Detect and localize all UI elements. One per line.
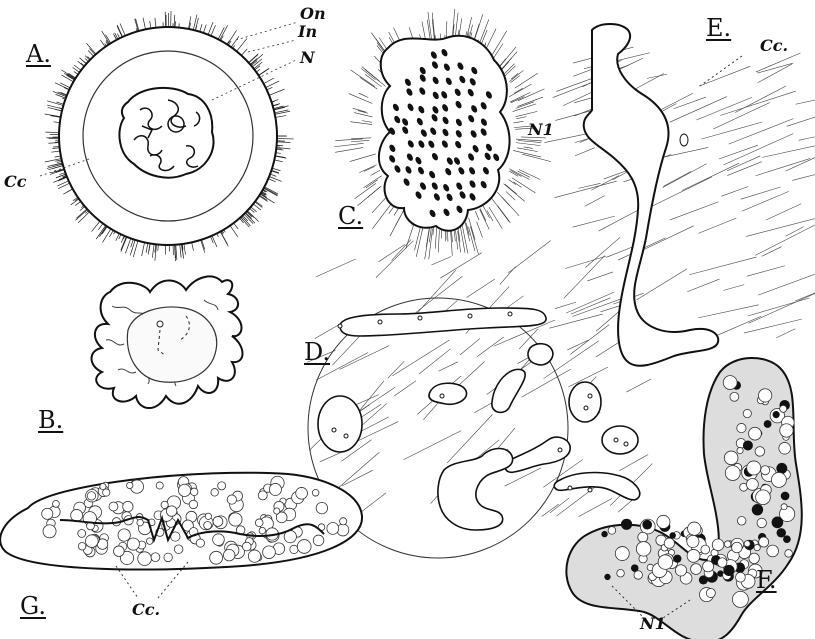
panel-c-nuclei-label: N1 [528, 120, 554, 139]
panel-g-cilia-label: Cc. [132, 600, 160, 619]
panel-e-elongated-cell [544, 24, 815, 366]
panel-f-nuclei-label: N1 [640, 614, 666, 633]
panel-c-multinucleate-cell [334, 9, 551, 259]
panel-a-outer-layer-label: On [300, 4, 326, 23]
panel-b-label: B. [38, 406, 63, 434]
panel-a-label: A. [26, 40, 51, 68]
panel-a-nucleus [119, 88, 213, 178]
panel-a-cilia-label: Cc [4, 172, 26, 191]
panel-g-oval-cell [0, 473, 362, 598]
panel-e-label: E. [706, 14, 731, 42]
panel-f-label: F. [756, 566, 777, 594]
panel-a-cyst [40, 11, 298, 261]
panel-e-cilia-label: Cc. [760, 36, 788, 55]
panel-g-label: G. [20, 592, 46, 620]
panel-b-amoeboid-cell [92, 276, 243, 408]
panel-a-inner-layer-label: In [298, 22, 317, 41]
panel-d-label: D. [304, 338, 330, 366]
panel-c-label: C. [338, 202, 363, 230]
panel-a-nucleus-label: N [300, 48, 315, 67]
